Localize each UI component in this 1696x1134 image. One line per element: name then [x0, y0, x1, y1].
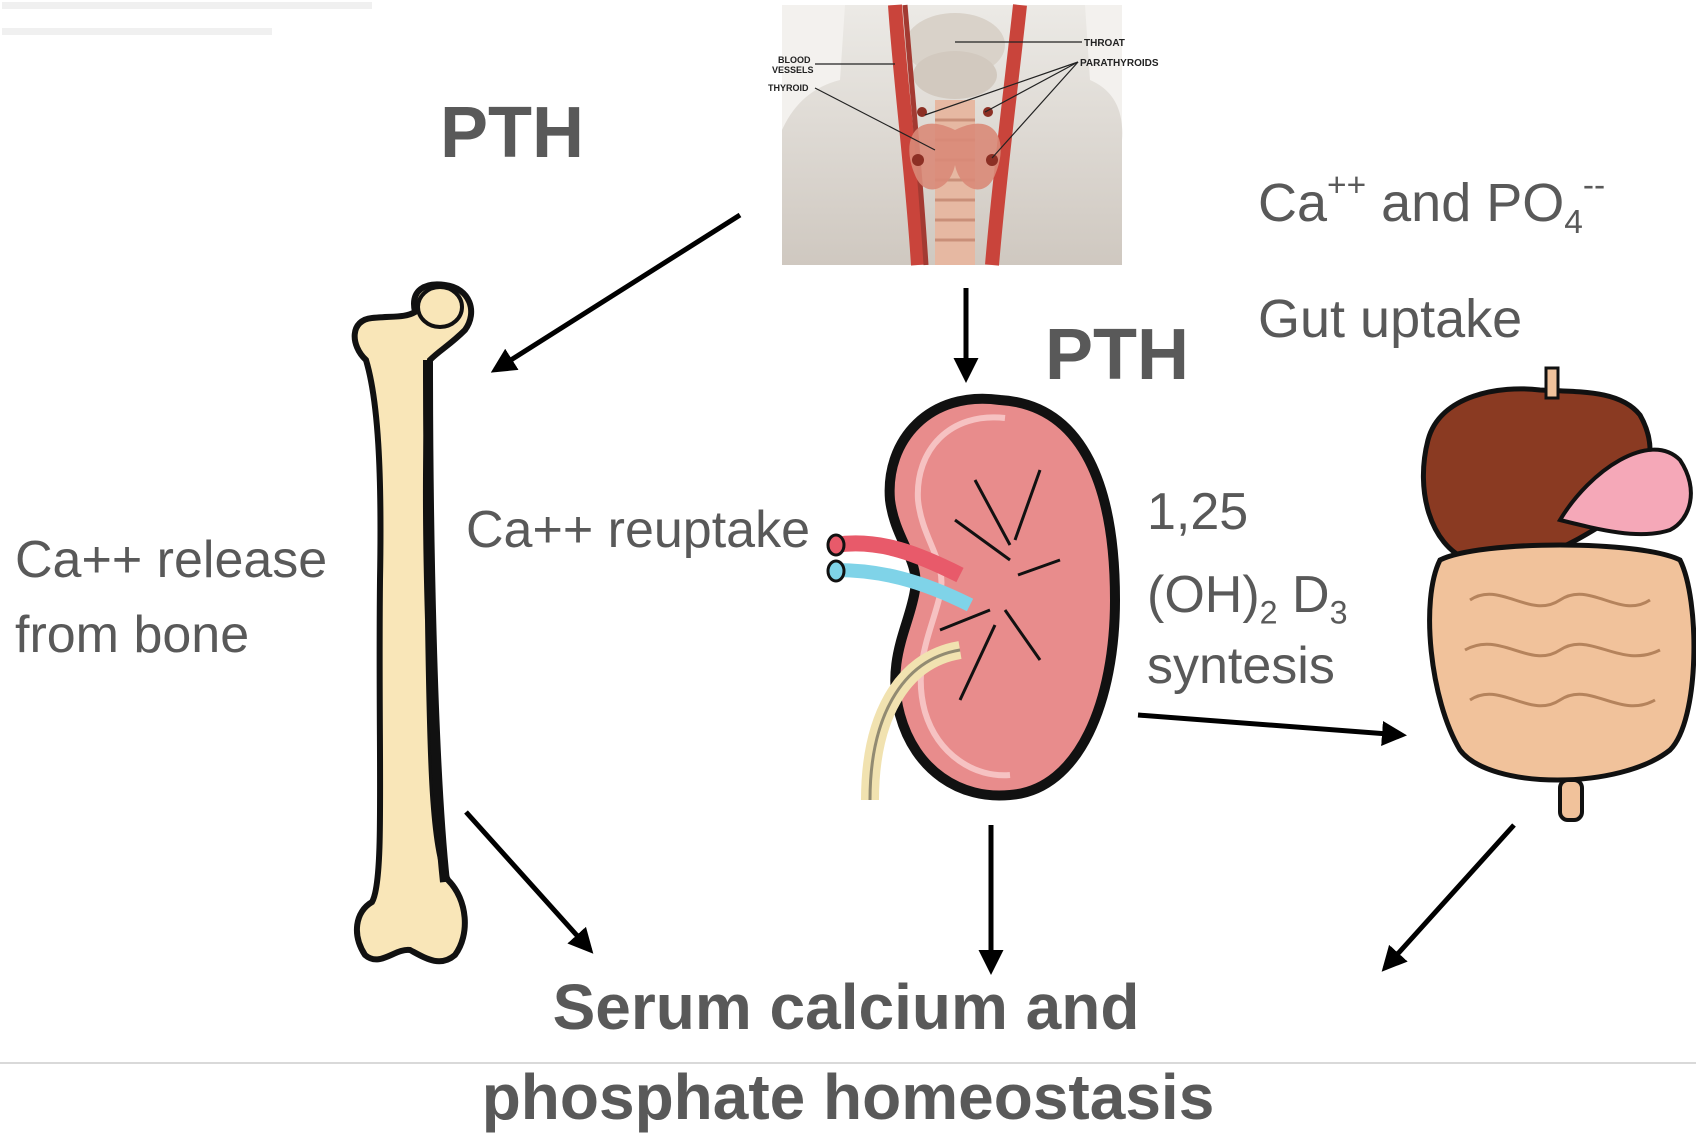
- gut-uptake-label: Gut uptake: [1258, 280, 1522, 358]
- liver-intestine-illustration: [1423, 368, 1694, 820]
- pth-label-kidney: PTH: [1045, 314, 1189, 396]
- kidney-illustration: [828, 399, 1115, 800]
- vitd-oh-subscript: 2: [1260, 594, 1278, 630]
- homeostasis-title-line2: phosphate homeostasis: [0, 1060, 1696, 1134]
- and-po-text: and PO: [1366, 173, 1564, 233]
- thyroid-label: THYROID: [768, 83, 809, 93]
- pth-label-bone: PTH: [440, 92, 584, 174]
- vitd-label-line2: (OH)2 D3: [1147, 565, 1348, 631]
- blood-vessels-label-2: VESSELS: [772, 65, 814, 75]
- vitd-d-subscript: 3: [1330, 594, 1348, 630]
- homeostasis-title-line1: Serum calcium and: [0, 970, 1694, 1044]
- vitd-d-text: D: [1278, 566, 1330, 624]
- throat-label: THROAT: [1084, 38, 1125, 49]
- ca-reuptake-label: Ca++ reuptake: [466, 500, 810, 560]
- vitd-label-line3: syntesis: [1147, 636, 1335, 696]
- ca-charge: ++: [1327, 167, 1366, 204]
- faded-header-text: [2, 2, 372, 35]
- vitd-label-line1: 1,25: [1147, 482, 1248, 542]
- po4-charge: --: [1583, 167, 1605, 204]
- arrow-parathyroid-to-bone: [495, 215, 740, 370]
- vitd-oh-text: (OH): [1147, 566, 1260, 624]
- ca-release-label-line2: from bone: [15, 596, 249, 674]
- femur-bone-illustration: [355, 284, 471, 961]
- parathyroids-label: PARATHYROIDS: [1080, 58, 1159, 69]
- blood-vessels-label-1: BLOOD: [778, 55, 811, 65]
- ca-text: Ca: [1258, 173, 1327, 233]
- ca-release-label-line1: Ca++ release: [15, 521, 327, 599]
- arrow-kidney-to-intestine: [1138, 715, 1402, 735]
- parathyroid-neck-image: THROAT BLOOD VESSELS PARATHYROIDS THYROI…: [768, 5, 1159, 265]
- arrow-bone-to-homeostasis: [466, 812, 590, 950]
- arrow-intestine-to-homeostasis: [1385, 825, 1514, 968]
- po4-subscript: 4: [1564, 204, 1583, 241]
- ca-po4-label: Ca++ and PO4--: [1258, 147, 1605, 262]
